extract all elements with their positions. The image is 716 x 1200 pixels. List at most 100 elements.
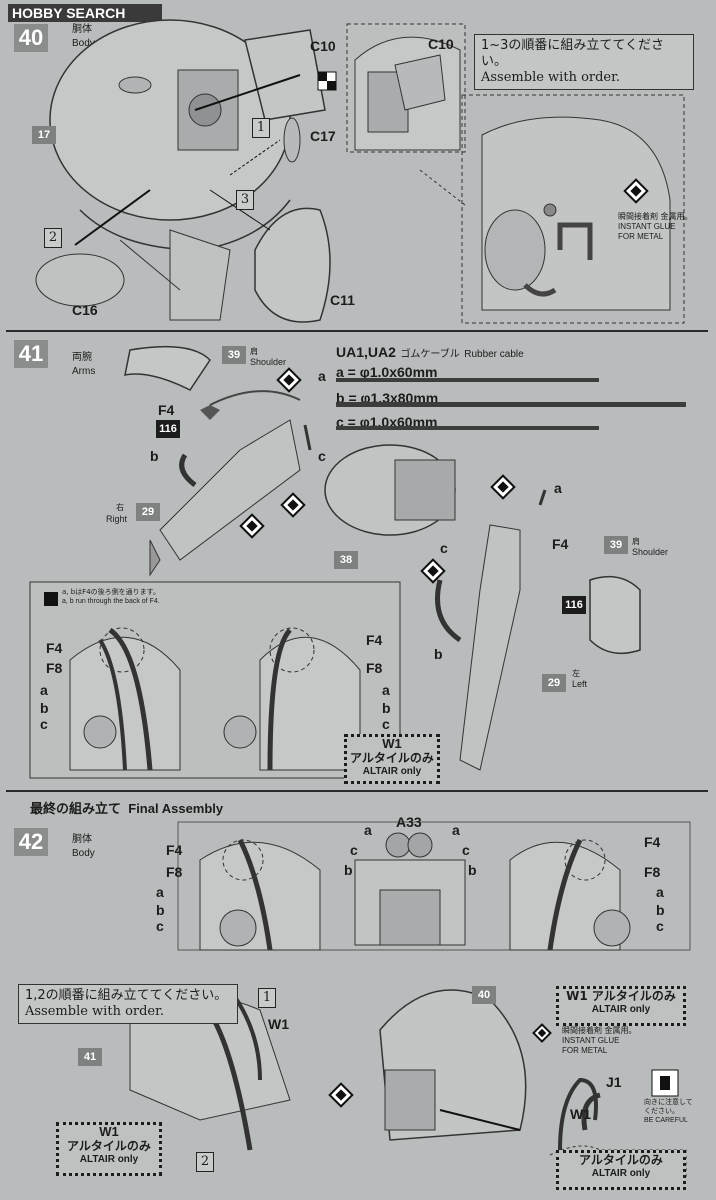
part-badge-116: 116	[156, 420, 180, 438]
part-badge-38: 38	[334, 551, 358, 569]
detail-note: a, bはF4の後ろ側を通ります。 a, b run through the b…	[62, 588, 160, 606]
part-label-c17: C17	[310, 128, 336, 144]
altair-only-box-right-bottom: アルタイルのみ ALTAIR only	[556, 1150, 686, 1190]
part-label-c10-inset: C10	[428, 36, 454, 52]
careful-en: BE CAREFUL	[644, 1117, 688, 1124]
altair-only-en: ALTAIR only	[362, 766, 422, 777]
w1-label-top: W1	[268, 1016, 289, 1032]
step-title-en: Body	[72, 848, 95, 859]
order-number-1: 1	[252, 118, 270, 138]
final-order-number-1: 1	[258, 988, 276, 1008]
center-label-c-left: c	[350, 842, 358, 858]
left-label-en: Left	[572, 679, 588, 689]
part-badge-17: 17	[32, 126, 56, 144]
w1-box-left-jp: アルタイルのみ	[67, 1139, 151, 1153]
part-badge-29-left: 29	[542, 674, 566, 692]
final-assembly-en: Final Assembly	[128, 801, 224, 816]
cable-title-en: Rubber cable	[464, 349, 524, 360]
final-label-c-right: c	[656, 918, 664, 934]
cable-label-c-right: c	[440, 540, 448, 556]
detail-label-b-right: b	[382, 700, 391, 716]
section-divider	[6, 330, 708, 332]
glue-note: 瞬間接着剤 金属用。 INSTANT GLUE FOR METAL	[618, 212, 693, 242]
part-badge-116-right: 116	[562, 596, 586, 614]
step-title-jp: 胴体	[72, 24, 92, 35]
careful-jp-2: ください。	[644, 1107, 679, 1115]
label-f4-right: F4	[552, 536, 569, 552]
careful-jp: 向きに注意して	[644, 1098, 693, 1106]
final-glue-en-1: INSTANT GLUE	[562, 1036, 620, 1045]
part-badge-40: 40	[472, 986, 496, 1004]
w1-box-left-en: ALTAIR only	[79, 1154, 139, 1165]
altair-only-box: W1 アルタイルのみ ALTAIR only	[344, 734, 440, 784]
right-label-en: Right	[106, 514, 128, 524]
cable-title-jp: ゴムケーブル	[400, 349, 460, 360]
final-glue-note: 瞬間接着剤 金属用。 INSTANT GLUE FOR METAL	[562, 1026, 637, 1056]
step-number: 41	[14, 340, 48, 368]
final-assembly-jp: 最終の組み立て	[30, 802, 122, 817]
final-assembly-heading: 最終の組み立て Final Assembly	[30, 798, 223, 817]
shoulder-label-en: Shoulder	[250, 357, 287, 367]
altair-only-jp: アルタイルのみ	[350, 751, 434, 765]
shoulder-label-jp: 肩	[250, 347, 258, 356]
center-label-c-right: c	[462, 842, 470, 858]
label-f4: F4	[158, 402, 175, 418]
center-title-a33: A33	[396, 814, 422, 830]
step-title-en: Arms	[72, 366, 96, 377]
final-glue-en-2: FOR METAL	[562, 1046, 608, 1055]
cable-bar-b	[336, 402, 686, 407]
w1-label-bottom: W1	[570, 1106, 591, 1122]
final-label-b-right: b	[656, 902, 665, 918]
altair-only-box-left: W1 アルタイルのみ ALTAIR only	[56, 1122, 162, 1176]
be-careful-note: 向きに注意して ください。 BE CAREFUL	[644, 1098, 693, 1125]
detail-label-f4-left: F4	[46, 640, 63, 656]
final-assembly-illustration	[129, 821, 691, 1180]
cable-bar-a	[336, 378, 599, 382]
altair-only-box-right-top: W1 アルタイルのみ ALTAIR only	[556, 986, 686, 1026]
final-label-b-left: b	[156, 902, 165, 918]
order-number-2: 2	[44, 228, 62, 248]
center-label-b-right: b	[468, 862, 477, 878]
glue-note-jp: 瞬間接着剤 金属用。	[618, 212, 693, 221]
cable-label-b-right: b	[434, 646, 443, 662]
center-label-b-left: b	[344, 862, 353, 878]
body-illustration	[35, 19, 685, 324]
detail-note-en: a, b run through the back of F4.	[62, 598, 160, 605]
cable-label-c: c	[318, 448, 326, 464]
w1-box-left-label: W1	[99, 1124, 119, 1139]
part-badge-39: 39	[222, 346, 246, 364]
cable-legend: UA1,UA2 ゴムケーブル Rubber cable a = φ1.0x60m…	[336, 344, 686, 430]
step-number: 40	[14, 24, 48, 52]
part-label-c11: C11	[330, 292, 355, 308]
detail-label-f4-right: F4	[366, 632, 383, 648]
part-label-c10: C10	[310, 38, 336, 54]
center-label-a-right: a	[452, 822, 460, 838]
step-title-jp: 胴体	[72, 834, 92, 845]
assembly-order-note: 1~3の順番に組み立ててください。 Assemble with order.	[474, 34, 694, 90]
cable-label-b: b	[150, 448, 159, 464]
final-glue-jp: 瞬間接着剤 金属用。	[562, 1026, 637, 1035]
final-label-f4-left: F4	[166, 842, 183, 858]
final-label-f8-right: F8	[644, 864, 661, 880]
glue-note-en-2: FOR METAL	[618, 232, 664, 241]
final-order-number-2: 2	[196, 1152, 214, 1172]
w1-bottom-box-en: ALTAIR only	[591, 1168, 651, 1179]
final-label-c-left: c	[156, 918, 164, 934]
final-label-f8-left: F8	[166, 864, 183, 880]
part-badge-41: 41	[78, 1048, 102, 1066]
arms-illustration	[29, 345, 641, 779]
cable-title: UA1,UA2	[336, 344, 396, 360]
detail-label-c-right: c	[382, 716, 390, 732]
final-assembly-order-note: 1,2の順番に組み立ててください。 Assemble with order.	[18, 984, 238, 1024]
detail-label-f8-right: F8	[366, 660, 383, 676]
detail-label-b-left: b	[40, 700, 49, 716]
j1-label: J1	[606, 1074, 622, 1090]
note-text-en: Assemble with order.	[481, 70, 621, 85]
right-label-jp: 右	[116, 503, 124, 512]
detail-label-c-left: c	[40, 716, 48, 732]
order-number-3: 3	[236, 190, 254, 210]
detail-label-a-right: a	[382, 682, 390, 698]
w1-bottom-box-jp: アルタイルのみ	[579, 1153, 663, 1167]
left-label-jp: 左	[572, 669, 580, 678]
